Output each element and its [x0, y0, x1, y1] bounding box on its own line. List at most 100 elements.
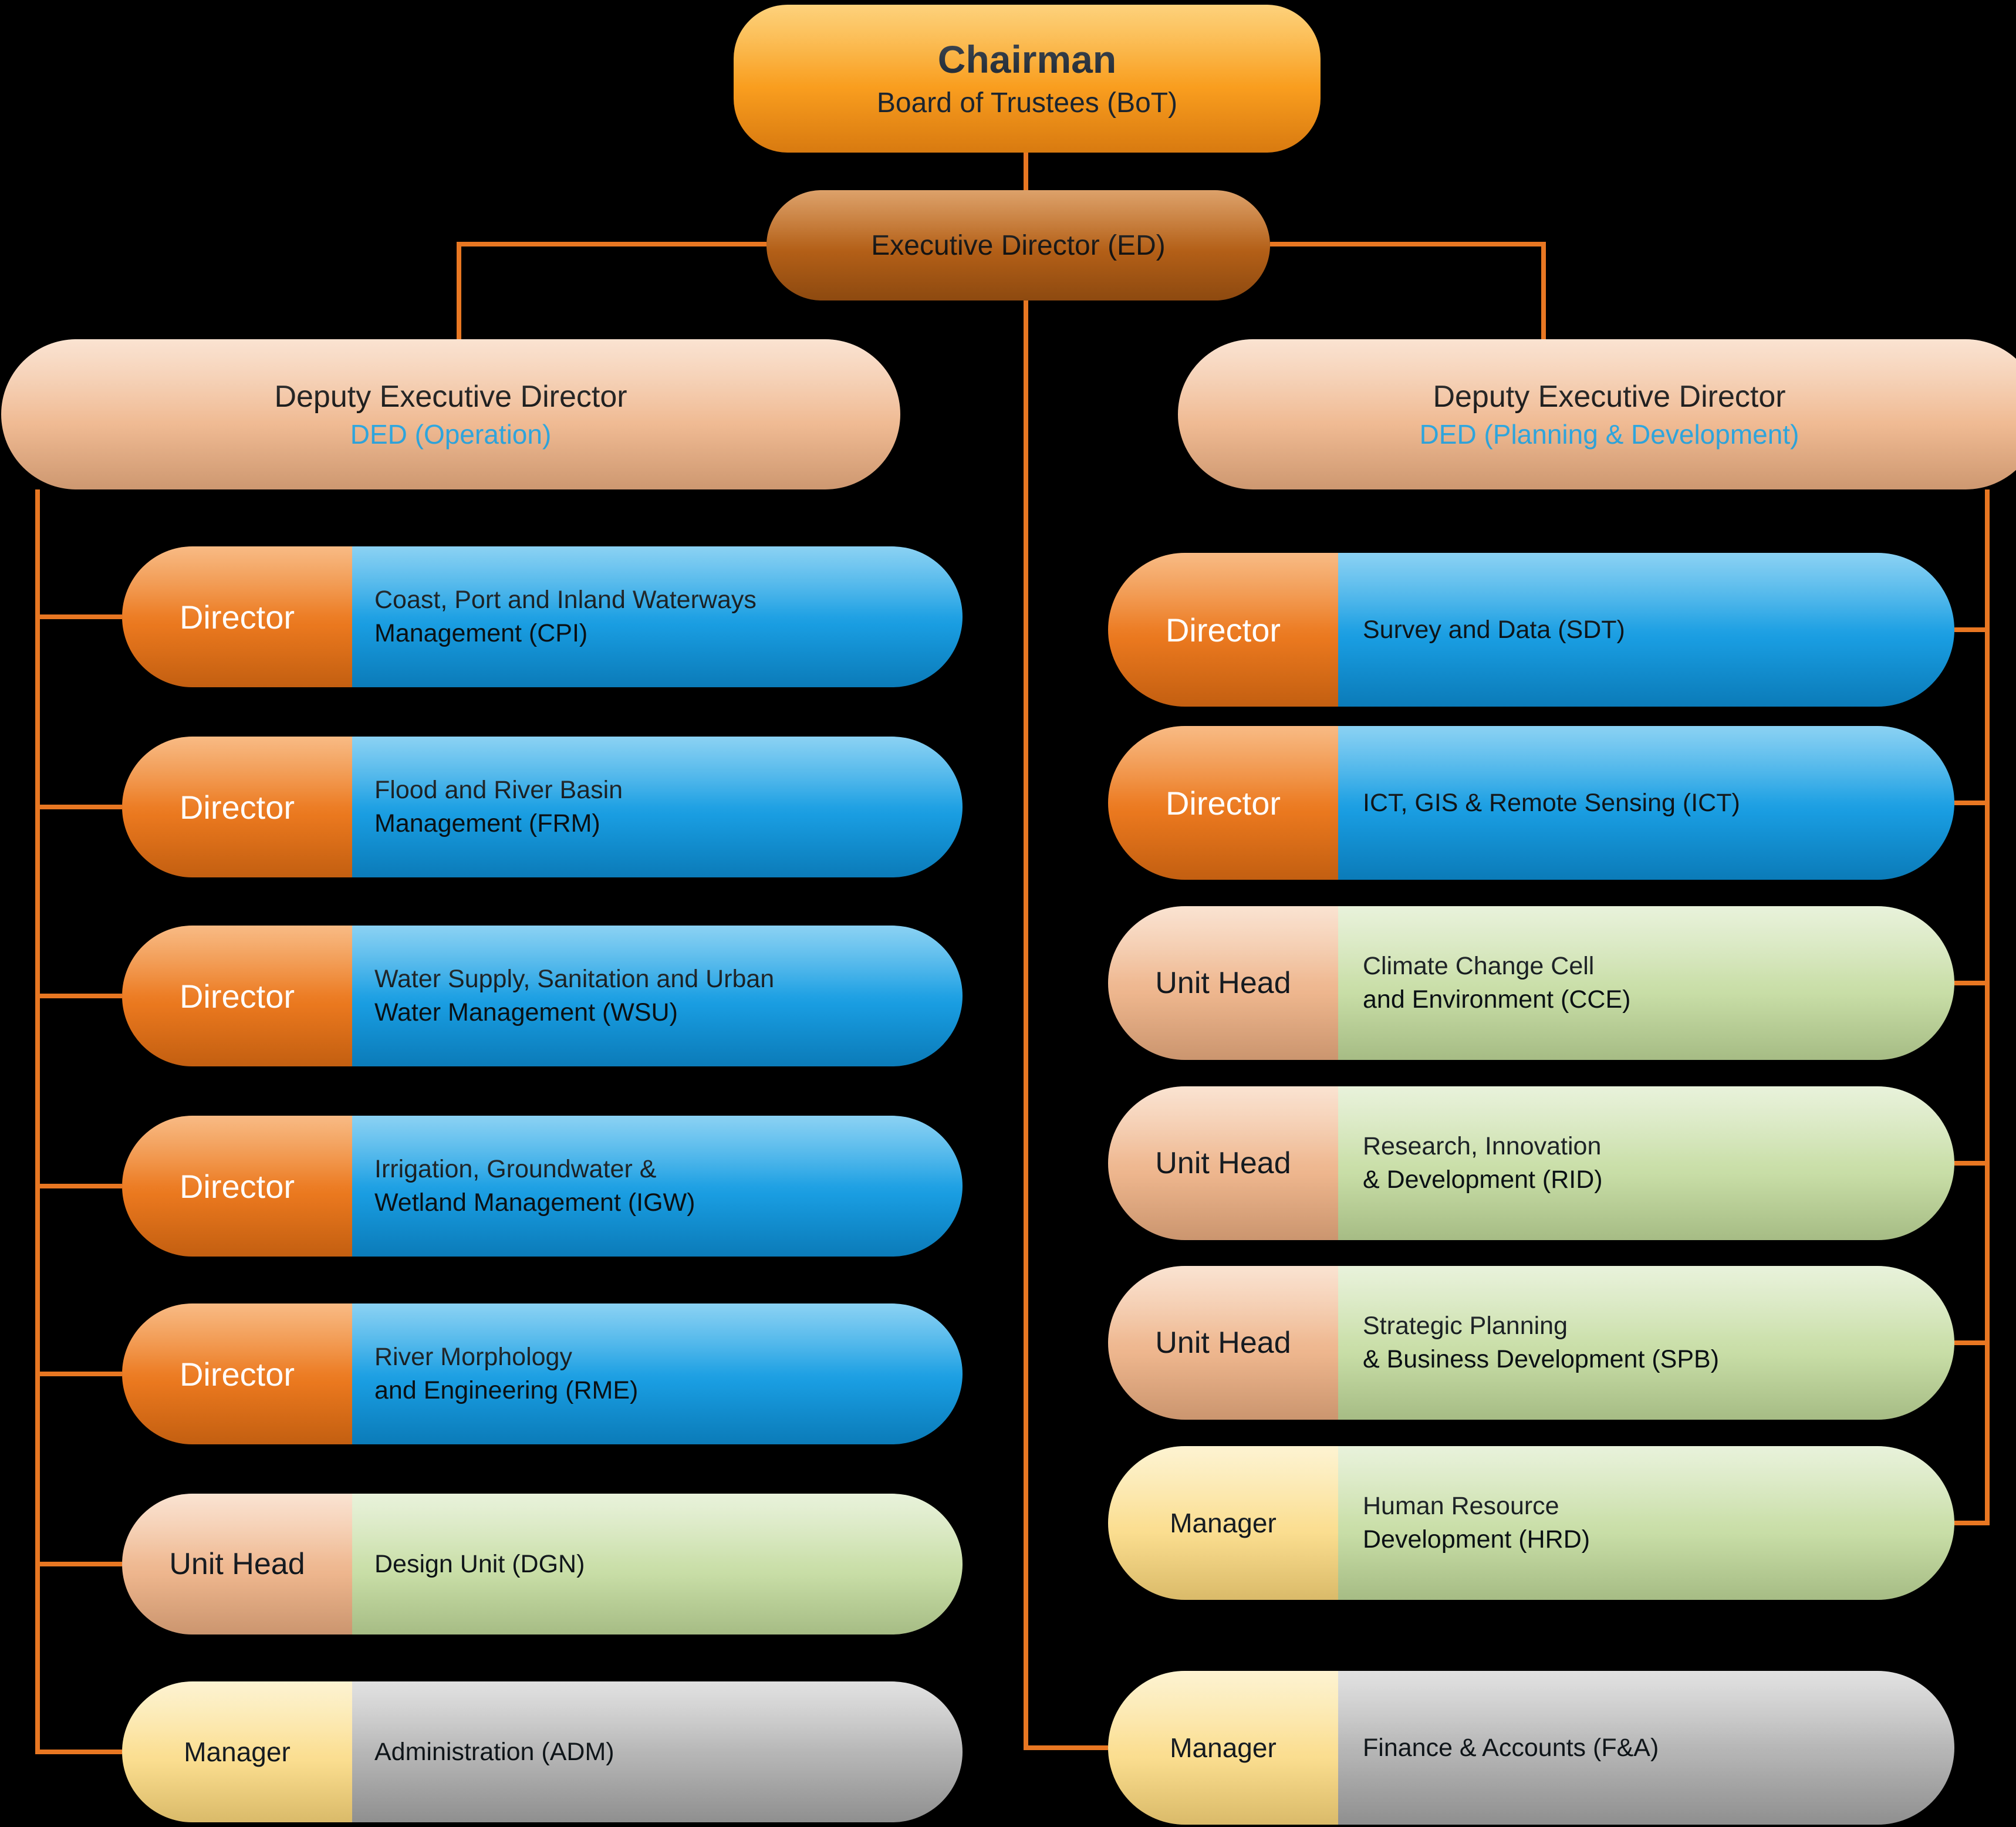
node-cce: Unit Head Climate Change Cell and Enviro… [1108, 906, 1954, 1060]
role-label: Director [179, 598, 295, 636]
node-spb: Unit Head Strategic Planning & Business … [1108, 1266, 1954, 1420]
chairman-subtitle: Board of Trustees (BoT) [876, 87, 1178, 119]
dept-line: Strategic Planning [1363, 1312, 1568, 1340]
dept-line: Human Resource [1363, 1492, 1559, 1520]
executive-director-node: Executive Director (ED) [766, 190, 1270, 300]
chairman-title: Chairman [937, 38, 1117, 81]
node-rid: Unit Head Research, Innovation & Develop… [1108, 1086, 1954, 1240]
dept-band: Water Supply, Sanitation and Urban Water… [352, 926, 963, 1066]
dept-band: Strategic Planning & Business Developmen… [1338, 1266, 1954, 1420]
role-label: Manager [1170, 1508, 1277, 1538]
connector-stub-fa [1024, 1745, 1108, 1750]
node-fa: Manager Finance & Accounts (F&A) [1108, 1671, 1954, 1825]
node-frm: Director Flood and River Basin Managemen… [122, 737, 963, 877]
node-hrd: Manager Human Resource Development (HRD) [1108, 1446, 1954, 1600]
connector-stub-frm [35, 805, 122, 809]
role-band: Manager [1108, 1671, 1338, 1825]
dept-line: and Engineering (RME) [374, 1376, 639, 1404]
node-rme: Director River Morphology and Engineerin… [122, 1303, 963, 1444]
role-label: Manager [1170, 1733, 1277, 1763]
connector-ed-right-vertical [1541, 242, 1546, 339]
dept-band: Survey and Data (SDT) [1338, 553, 1954, 707]
dept-band: Irrigation, Groundwater & Wetland Manage… [352, 1116, 963, 1257]
dept-line: Development (HRD) [1363, 1525, 1590, 1554]
role-band: Unit Head [1108, 906, 1338, 1060]
dept-line: Water Supply, Sanitation and Urban [374, 965, 775, 993]
node-sdt: Director Survey and Data (SDT) [1108, 553, 1954, 707]
role-band: Director [122, 926, 352, 1066]
node-adm: Manager Administration (ADM) [122, 1681, 963, 1822]
role-band: Unit Head [1108, 1086, 1338, 1240]
role-label: Director [179, 788, 295, 826]
dept-line: & Development (RID) [1363, 1166, 1603, 1194]
role-band: Unit Head [1108, 1266, 1338, 1420]
dept-line: Research, Innovation [1363, 1132, 1602, 1160]
connector-left-branch-vertical [35, 489, 40, 1754]
role-label: Manager [184, 1737, 291, 1767]
dept-band: Administration (ADM) [352, 1681, 963, 1822]
node-dgn: Unit Head Design Unit (DGN) [122, 1494, 963, 1634]
dept-line: Water Management (WSU) [374, 998, 678, 1026]
dept-line: Design Unit (DGN) [374, 1549, 585, 1578]
dept-band: Flood and River Basin Management (FRM) [352, 737, 963, 877]
connector-ed-right-horizontal [1270, 242, 1546, 246]
connector-stub-adm [35, 1750, 122, 1754]
role-label: Director [179, 977, 295, 1015]
dept-band: Design Unit (DGN) [352, 1494, 963, 1634]
dept-line: Climate Change Cell [1363, 952, 1595, 980]
connector-ed-center-vertical [1024, 300, 1028, 1750]
dept-line: River Morphology [374, 1343, 572, 1371]
connector-right-branch-vertical [1985, 489, 1990, 1525]
deputy-director-operation-node: Deputy Executive Director DED (Operation… [1, 339, 900, 489]
deputy-director-planning-node: Deputy Executive Director DED (Planning … [1178, 339, 2016, 489]
dept-line: Flood and River Basin [374, 776, 623, 804]
dept-line: Finance & Accounts (F&A) [1363, 1733, 1659, 1762]
dept-line: ICT, GIS & Remote Sensing (ICT) [1363, 788, 1740, 817]
role-band: Director [122, 737, 352, 877]
role-label: Unit Head [1155, 966, 1291, 1000]
role-label: Director [179, 1167, 295, 1205]
executive-director-label: Executive Director (ED) [871, 229, 1166, 261]
role-band: Unit Head [122, 1494, 352, 1634]
dept-line: Management (CPI) [374, 619, 588, 647]
dept-line: Administration (ADM) [374, 1737, 614, 1766]
connector-stub-cce [1954, 981, 1990, 985]
connector-stub-cpi [35, 614, 122, 619]
role-label: Director [179, 1355, 295, 1393]
role-band: Director [122, 546, 352, 687]
dept-line: Irrigation, Groundwater & [374, 1155, 657, 1183]
role-band: Director [1108, 726, 1338, 880]
connector-ed-left-horizontal [457, 242, 766, 246]
dept-line: Wetland Management (IGW) [374, 1188, 695, 1217]
connector-stub-sdt [1954, 627, 1990, 632]
ded-operation-subtitle: DED (Operation) [350, 419, 552, 450]
role-label: Unit Head [1155, 1326, 1291, 1360]
connector-ed-left-vertical [457, 242, 461, 339]
dept-line: and Environment (CCE) [1363, 985, 1631, 1014]
role-label: Director [1165, 784, 1281, 822]
role-band: Manager [122, 1681, 352, 1822]
dept-band: Human Resource Development (HRD) [1338, 1446, 1954, 1600]
dept-band: Research, Innovation & Development (RID) [1338, 1086, 1954, 1240]
node-cpi: Director Coast, Port and Inland Waterway… [122, 546, 963, 687]
connector-stub-igw [35, 1184, 122, 1188]
role-label: Unit Head [169, 1547, 305, 1581]
connector-stub-hrd [1954, 1521, 1990, 1525]
connector-stub-ict [1954, 801, 1990, 805]
ded-operation-title: Deputy Executive Director [274, 380, 627, 414]
dept-line: & Business Development (SPB) [1363, 1345, 1720, 1373]
connector-chairman-ed [1024, 153, 1028, 190]
dept-line: Management (FRM) [374, 809, 600, 837]
ded-planning-title: Deputy Executive Director [1433, 380, 1786, 414]
role-label: Unit Head [1155, 1146, 1291, 1180]
dept-line: Coast, Port and Inland Waterways [374, 586, 757, 614]
dept-band: ICT, GIS & Remote Sensing (ICT) [1338, 726, 1954, 880]
connector-stub-rme [35, 1372, 122, 1376]
connector-stub-rid [1954, 1161, 1990, 1166]
dept-line: Survey and Data (SDT) [1363, 615, 1625, 644]
role-band: Director [122, 1303, 352, 1444]
chairman-node: Chairman Board of Trustees (BoT) [734, 5, 1321, 153]
role-band: Director [122, 1116, 352, 1257]
role-band: Director [1108, 553, 1338, 707]
connector-stub-spb [1954, 1340, 1990, 1345]
